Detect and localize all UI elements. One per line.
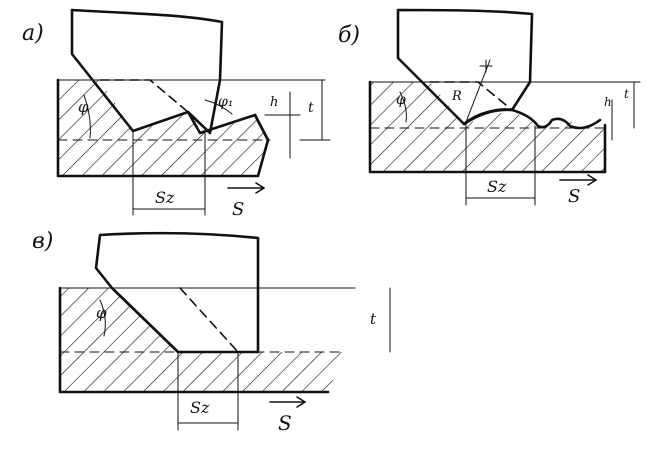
panel-a-workpiece xyxy=(58,80,268,176)
panel-a-scallop xyxy=(186,110,270,142)
panel-b-workpiece xyxy=(370,82,605,172)
panel-v-tool xyxy=(94,231,260,354)
panel-a-phi1-arc xyxy=(204,99,233,115)
panel-v-tool-prev-position xyxy=(179,287,239,353)
panel-a-phi1: φ₁ xyxy=(218,94,233,110)
panel-a: a) φ φ₁ h t Sz S xyxy=(22,8,331,220)
panel-b-phi-arc xyxy=(399,91,407,123)
panel-a-tool-prev-position xyxy=(99,79,189,113)
panel-b-letter: б) xyxy=(338,23,360,48)
panel-b-t: t xyxy=(624,87,629,101)
panel-b: б) R φ h t Sz S xyxy=(338,8,641,207)
panel-a-h: h xyxy=(270,95,278,110)
panel-b-phi: φ xyxy=(396,92,406,108)
panel-v: в) φ t Sz S xyxy=(32,229,391,435)
panel-v-phi: φ xyxy=(96,304,107,322)
panel-b-sz: Sz xyxy=(487,177,507,196)
panel-b-s: S xyxy=(568,186,580,207)
panel-v-s: S xyxy=(278,411,292,435)
panel-b-tool-prev-position xyxy=(429,81,513,111)
panel-b-workpiece-outline xyxy=(368,80,607,174)
panel-b-r: R xyxy=(451,89,462,104)
panel-a-letter: a) xyxy=(22,21,44,46)
panel-a-sz: Sz xyxy=(155,188,175,207)
panel-a-phi-arc xyxy=(83,94,91,139)
panel-b-h: h xyxy=(604,95,612,109)
panel-v-workpiece xyxy=(60,288,345,392)
panel-b-scallop xyxy=(462,108,602,130)
panel-v-letter: в) xyxy=(32,229,53,254)
panel-a-phi: φ xyxy=(78,98,89,116)
panel-a-s: S xyxy=(232,199,244,220)
panel-v-workpiece-outline xyxy=(58,286,330,394)
panel-v-sz: Sz xyxy=(190,398,210,417)
panel-v-phi-arc xyxy=(99,299,106,337)
panel-v-t: t xyxy=(370,310,377,328)
panel-a-t: t xyxy=(308,100,314,116)
panel-v-cutting-edge xyxy=(110,286,180,354)
panel-a-tool xyxy=(70,8,224,135)
